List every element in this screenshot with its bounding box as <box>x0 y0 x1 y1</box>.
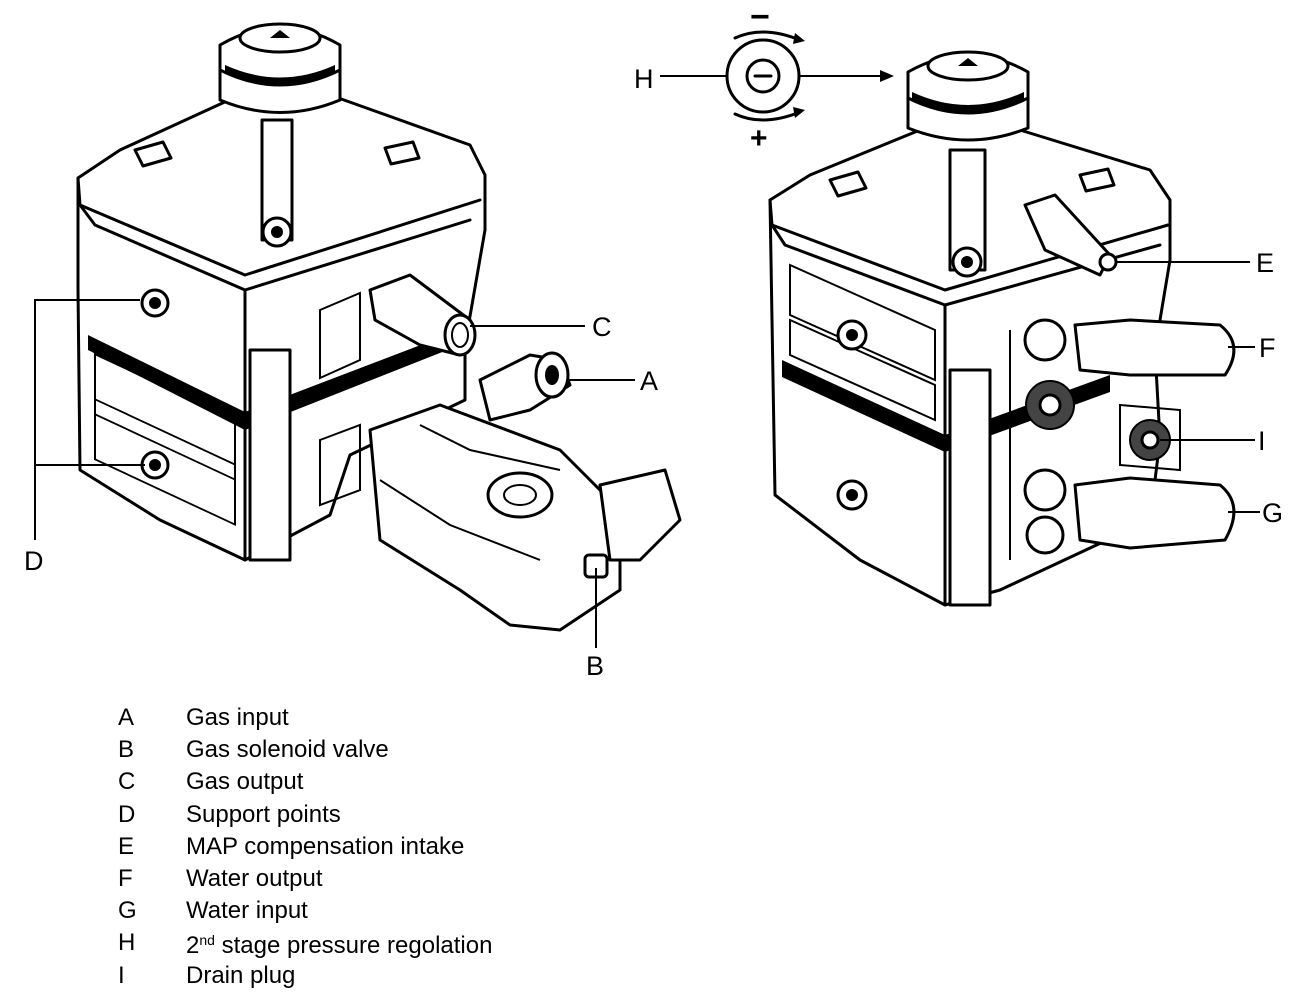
legend-row-a: A Gas input <box>118 702 492 734</box>
legend-row-h: H 2nd stage pressure regolation <box>118 927 492 959</box>
legend-key: E <box>118 832 135 860</box>
legend-row-g: G Water input <box>118 895 492 927</box>
right-leaders <box>660 75 1260 513</box>
legend-desc: Gas solenoid valve <box>186 736 389 764</box>
legend-desc: Drain plug <box>186 961 296 989</box>
legend-row-e: E MAP compensation intake <box>118 831 492 863</box>
callout-h: H <box>634 64 654 94</box>
legend-desc: Gas input <box>186 704 289 732</box>
legend-key: B <box>118 736 135 764</box>
legend-desc: Water input <box>186 897 308 925</box>
legend-key: A <box>118 704 135 732</box>
legend-key: F <box>118 865 133 893</box>
legend-row-c: C Gas output <box>118 766 492 798</box>
left-view-reducer <box>76 22 682 632</box>
legend-desc: Water output <box>186 865 323 893</box>
legend-desc: 2nd stage pressure regolation <box>186 926 492 960</box>
callout-e: E <box>1256 248 1274 278</box>
callout-i: I <box>1258 426 1266 456</box>
callout-a: A <box>640 366 658 396</box>
legend-row-b: B Gas solenoid valve <box>118 734 492 766</box>
adjuster-inset <box>725 30 894 122</box>
right-view-reducer <box>768 50 1236 607</box>
legend-desc: Support points <box>186 800 341 828</box>
legend-row-f: F Water output <box>118 863 492 895</box>
legend-desc-sup: nd <box>199 932 215 949</box>
callout-d: D <box>24 546 44 576</box>
callout-c: C <box>592 312 612 342</box>
reducer-diagram: C A D B <box>24 0 1283 681</box>
left-leaders <box>34 299 635 648</box>
legend-row-d: D Support points <box>118 799 492 831</box>
legend-key: D <box>118 800 136 828</box>
legend-desc-pre: 2 <box>186 932 200 960</box>
adjuster-minus-sign: − <box>750 0 770 36</box>
legend-key: C <box>118 768 136 796</box>
callout-f: F <box>1259 333 1276 363</box>
legend: A Gas input B Gas solenoid valve C Gas o… <box>118 702 492 992</box>
adjuster-plus-sign: + <box>750 122 768 155</box>
legend-desc: Gas output <box>186 768 304 796</box>
callout-g: G <box>1262 498 1283 528</box>
legend-key: I <box>118 961 125 989</box>
legend-desc-post: stage pressure regolation <box>214 932 493 960</box>
callout-b: B <box>586 651 604 681</box>
legend-row-i: I Drain plug <box>118 960 492 992</box>
legend-key: G <box>118 897 137 925</box>
legend-key: H <box>118 929 136 957</box>
legend-desc: MAP compensation intake <box>186 832 465 860</box>
